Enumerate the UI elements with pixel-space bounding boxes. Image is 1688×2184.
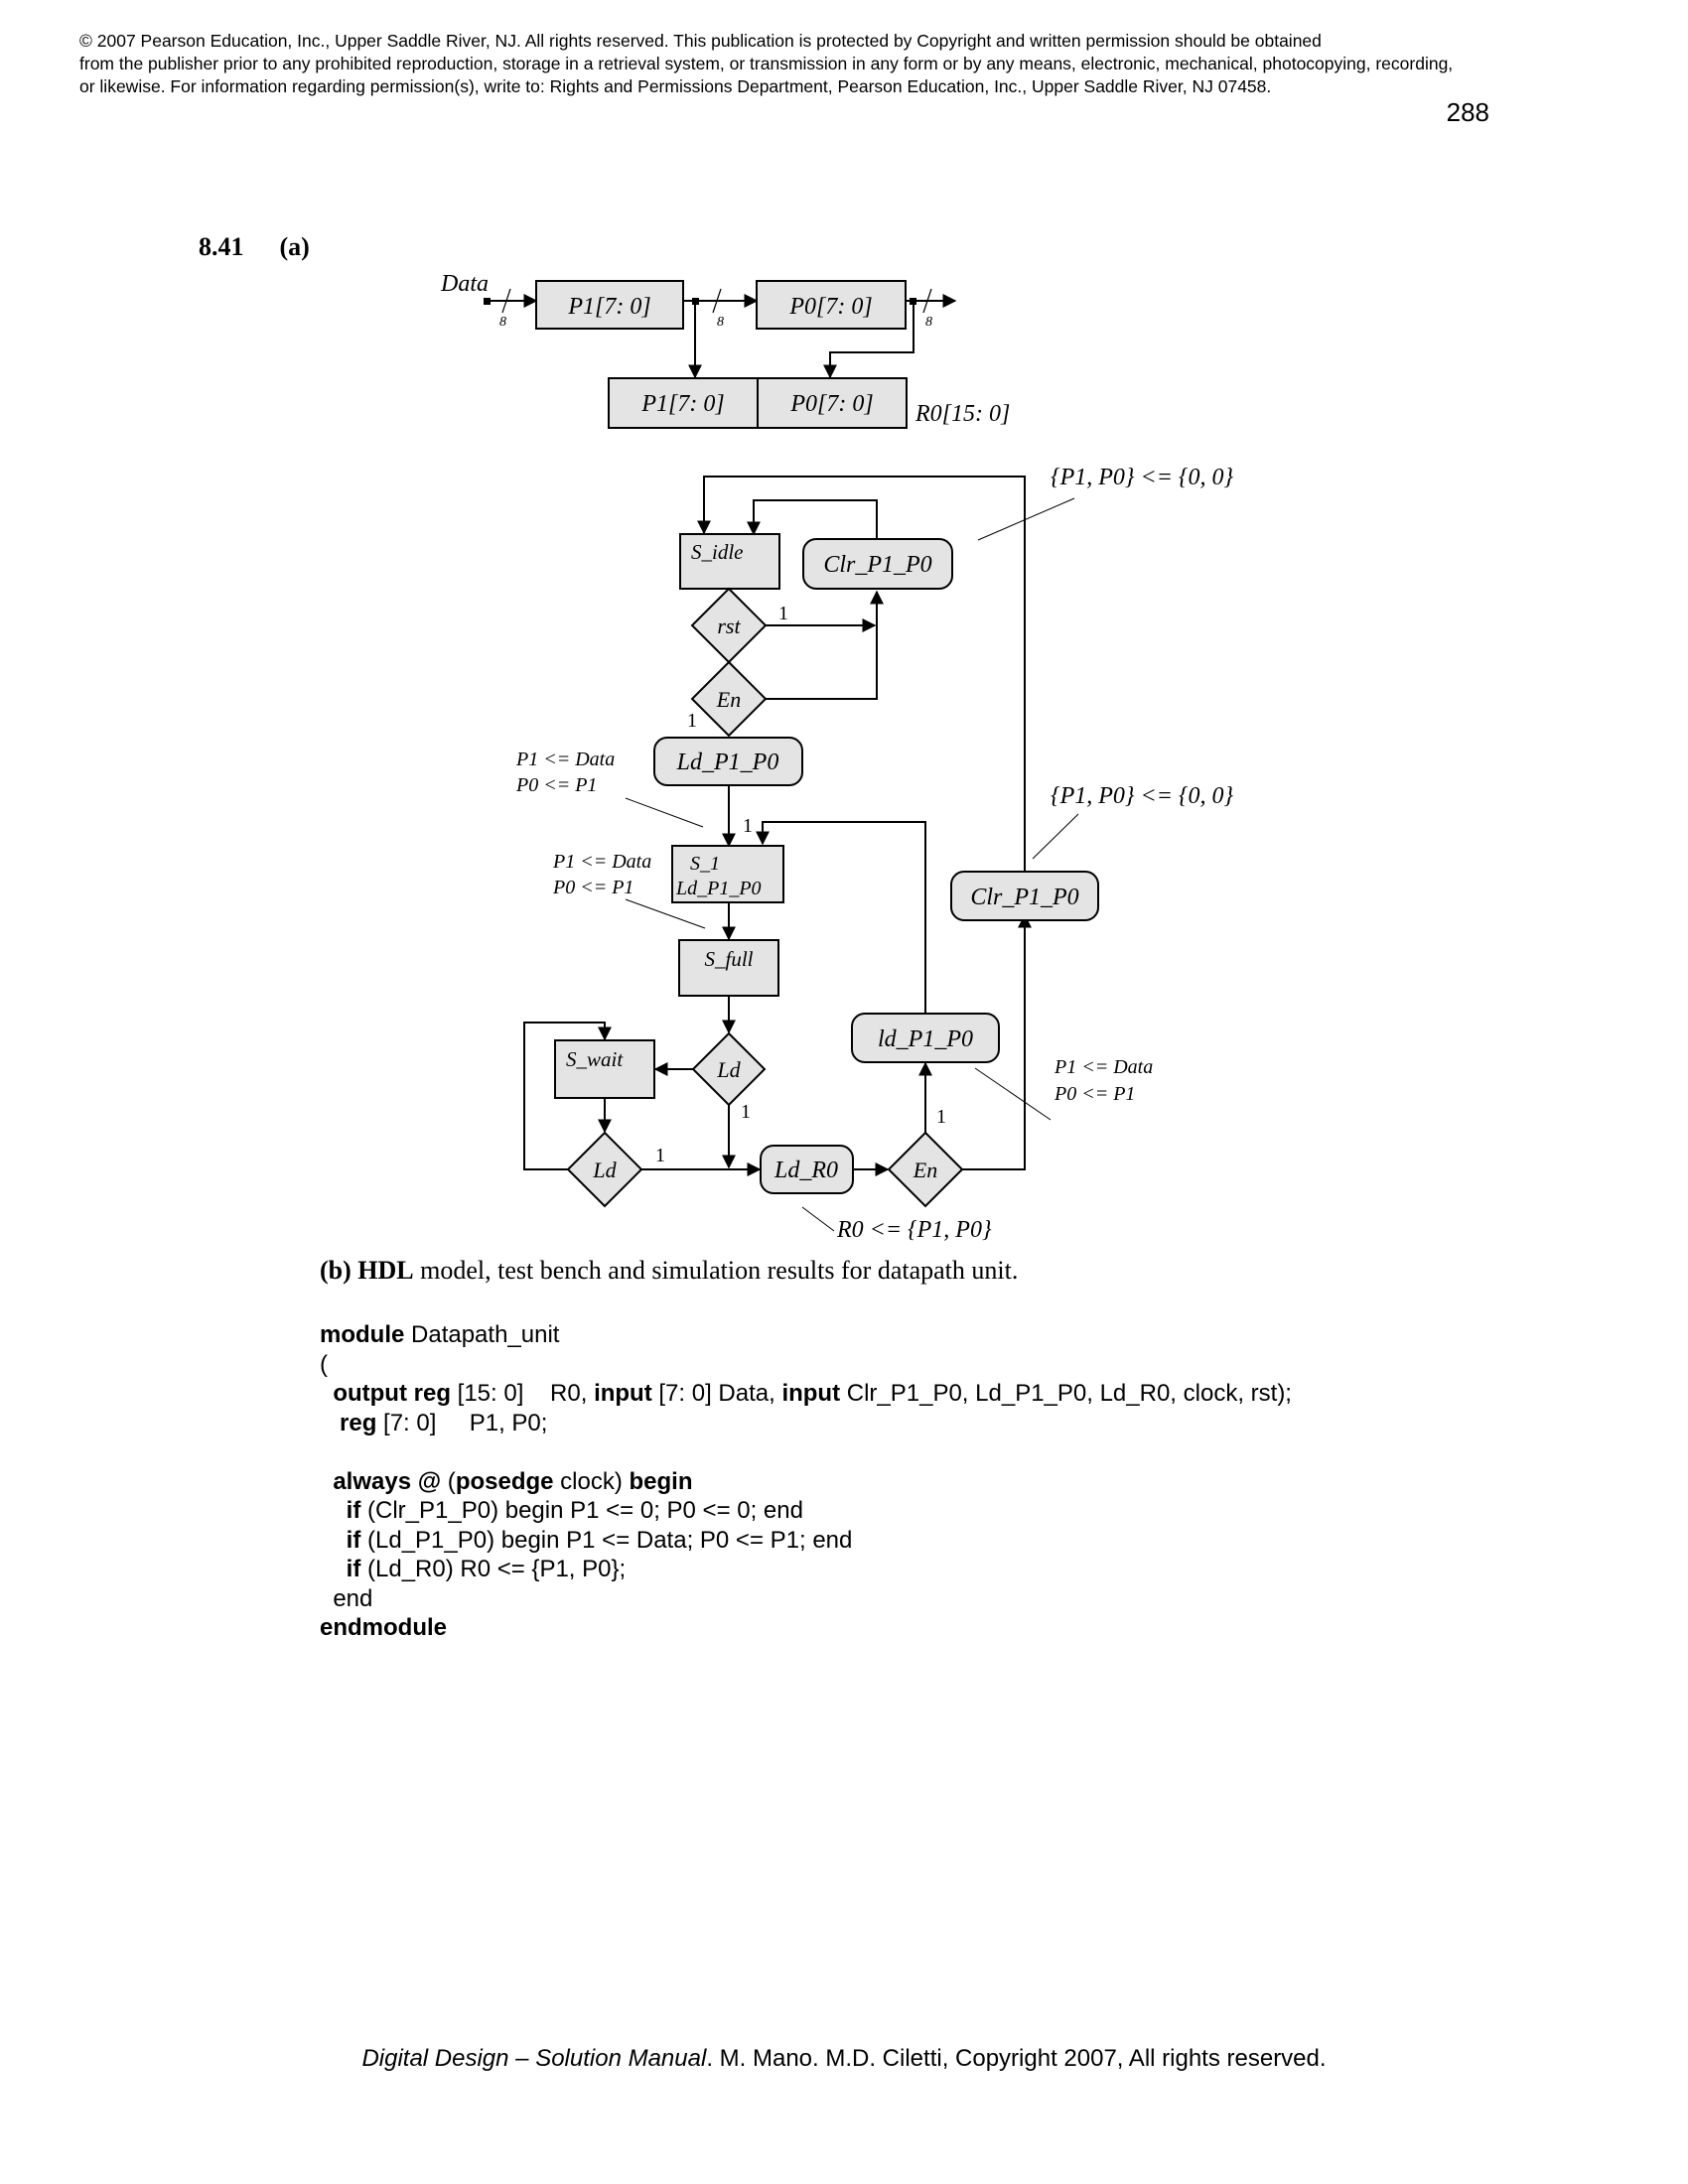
- code-keyword: module: [320, 1321, 405, 1348]
- code-line-1: module Datapath_unit: [320, 1320, 1292, 1350]
- code-text: (Clr_P1_P0) begin P1 <= 0; P0 <= 0; end: [360, 1497, 803, 1524]
- code-text: Datapath_unit: [404, 1321, 560, 1348]
- ld-top-note-1: P1 <= Data: [515, 749, 615, 770]
- asm-chart: S_idle Clr_P1_P0 {P1, P0} <= {0, 0} rst …: [515, 465, 1234, 1243]
- copyright-line-2: from the publisher prior to any prohibit…: [79, 54, 1454, 73]
- code-keyword: input: [594, 1380, 652, 1407]
- datapath-block: Data 8 P1[7: 0] 8 P0[7: 0] 8 P1[7: 0] P0…: [440, 271, 1010, 429]
- code-keyword: endmodule: [320, 1614, 448, 1641]
- code-text: Clr_P1_P0, Ld_P1_P0, Ld_R0, clock, rst);: [840, 1380, 1292, 1407]
- code-text: [7: 0] Data,: [651, 1380, 782, 1407]
- code-keyword: always @: [320, 1467, 442, 1495]
- code-keyword: output reg: [320, 1380, 451, 1407]
- ld-top-note-2: P0 <= P1: [515, 774, 597, 796]
- code-line-6: always @ (posedge clock) begin: [320, 1467, 1292, 1497]
- code-keyword: if: [320, 1497, 361, 1524]
- decision-ld-2-label: Ld: [592, 1158, 617, 1182]
- s1-note-2: P0 <= P1: [552, 877, 633, 898]
- decision-en-bottom: [887, 1131, 964, 1208]
- register-p0: [756, 280, 907, 330]
- code-line-10: end: [320, 1584, 373, 1612]
- code-line-8: if (Ld_P1_P0) begin P1 <= Data; P0 <= P1…: [320, 1526, 1292, 1556]
- state-s-full-label: S_full: [704, 947, 753, 971]
- decision-ld-1-label: Ld: [716, 1057, 741, 1082]
- decision-en-bottom-label: En: [913, 1158, 937, 1182]
- part-b-heading: (b) HDL model, test bench and simulation…: [320, 1256, 1018, 1286]
- bus-width-3: 8: [925, 315, 932, 330]
- state-s-wait-label: S_wait: [566, 1047, 624, 1071]
- state-s-idle: [679, 533, 780, 590]
- state-s-1-output: Ld_P1_P0: [675, 878, 762, 899]
- decision-en-top: [690, 660, 768, 738]
- state-s-idle-label: S_idle: [691, 540, 744, 564]
- register-p1-label: P1[7: 0]: [567, 294, 650, 320]
- copyright-notice: © 2007 Pearson Education, Inc., Upper Sa…: [79, 30, 1628, 98]
- page-footer: Digital Design – Solution Manual. M. Man…: [0, 2045, 1688, 2073]
- r0-high-label: P1[7: 0]: [640, 391, 724, 417]
- en-top-one-label: 1: [687, 710, 697, 732]
- rst-one-label: 1: [778, 603, 788, 624]
- code-keyword: begin: [629, 1467, 693, 1495]
- code-line-5-blank: [320, 1437, 1292, 1467]
- register-p0-label: P0[7: 0]: [788, 294, 872, 320]
- ld-2-one-label: 1: [655, 1145, 665, 1166]
- code-line-11: endmodule: [320, 1613, 1292, 1643]
- code-keyword: reg: [320, 1409, 377, 1436]
- state-s-1: [671, 845, 784, 903]
- state-s-1-label: S_1: [690, 853, 720, 875]
- en-bottom-one-label: 1: [936, 1106, 946, 1128]
- code-line-7: if (Clr_P1_P0) begin P1 <= 0; P0 <= 0; e…: [320, 1496, 1292, 1526]
- code-line-3: output reg [15: 0] R0, input [7: 0] Data…: [320, 1379, 1292, 1409]
- decision-ld-2: [566, 1131, 643, 1208]
- part-b-label: (b) HDL: [320, 1256, 414, 1285]
- s1-entry-one-label: 1: [743, 815, 753, 837]
- code-text: clock): [553, 1467, 630, 1495]
- part-b-text: model, test bench and simulation results…: [413, 1256, 1019, 1285]
- code-text: [15: 0] R0,: [450, 1380, 595, 1407]
- code-keyword: input: [781, 1380, 841, 1407]
- code-text: (: [441, 1467, 456, 1495]
- r0-register-label: R0[15: 0]: [914, 401, 1010, 427]
- ld-right-note-2: P0 <= P1: [1054, 1083, 1135, 1105]
- decision-en-top-label: En: [716, 687, 741, 712]
- ld-r0-label: Ld_R0: [774, 1158, 838, 1183]
- footer-book-title: Digital Design – Solution Manual: [361, 2045, 707, 2072]
- clr-p1-p0-right-label: Clr_P1_P0: [970, 885, 1078, 910]
- decision-rst-label: rst: [717, 614, 741, 638]
- code-text: (Ld_R0) R0 <= {P1, P0};: [360, 1556, 627, 1582]
- ld-1-one-label: 1: [741, 1101, 751, 1123]
- footer-credits: . M. Mano. M.D. Ciletti, Copyright 2007,…: [706, 2045, 1327, 2072]
- copyright-line-3: or likewise. For information regarding p…: [79, 76, 1272, 96]
- page-number: 288: [1446, 97, 1489, 127]
- code-keyword: if: [320, 1556, 361, 1582]
- ld-p1-p0-right-label: ld_P1_P0: [878, 1026, 973, 1052]
- code-text: (Ld_P1_P0) begin P1 <= Data; P0 <= P1; e…: [360, 1526, 853, 1554]
- bus-width-1: 8: [499, 315, 506, 330]
- ld-r0-note: R0 <= {P1, P0}: [836, 1217, 992, 1243]
- bus-width-2: 8: [717, 315, 724, 330]
- part-a-label: (a): [279, 232, 310, 261]
- clr-p1-p0-top-label: Clr_P1_P0: [823, 552, 931, 578]
- problem-heading: 8.41 (a): [199, 232, 310, 262]
- problem-number: 8.41: [199, 232, 244, 261]
- code-keyword: if: [320, 1526, 361, 1554]
- code-line-4: reg [7: 0] P1, P0;: [320, 1409, 1292, 1438]
- clr-top-note: {P1, P0} <= {0, 0}: [1051, 465, 1234, 490]
- r0-low-label: P0[7: 0]: [789, 391, 873, 417]
- state-s-wait: [554, 1039, 655, 1099]
- code-line-9: if (Ld_R0) R0 <= {P1, P0};: [320, 1555, 1292, 1584]
- ld-right-note-1: P1 <= Data: [1054, 1056, 1153, 1078]
- code-keyword: posedge: [455, 1467, 554, 1495]
- hdl-code-block: module Datapath_unit ( output reg [15: 0…: [320, 1320, 1292, 1643]
- data-input-label: Data: [440, 271, 489, 297]
- copyright-line-1: © 2007 Pearson Education, Inc., Upper Sa…: [79, 31, 1322, 51]
- code-text: [7: 0] P1, P0;: [376, 1409, 548, 1436]
- ld-p1-p0-top-label: Ld_P1_P0: [676, 750, 779, 775]
- s1-note-1: P1 <= Data: [552, 851, 651, 873]
- clr-right-note: {P1, P0} <= {0, 0}: [1051, 783, 1234, 809]
- code-line-2: (: [320, 1350, 328, 1378]
- datapath-and-asm-diagram: Data 8 P1[7: 0] 8 P0[7: 0] 8 P1[7: 0] P0…: [440, 271, 1234, 1243]
- register-p1: [535, 280, 684, 330]
